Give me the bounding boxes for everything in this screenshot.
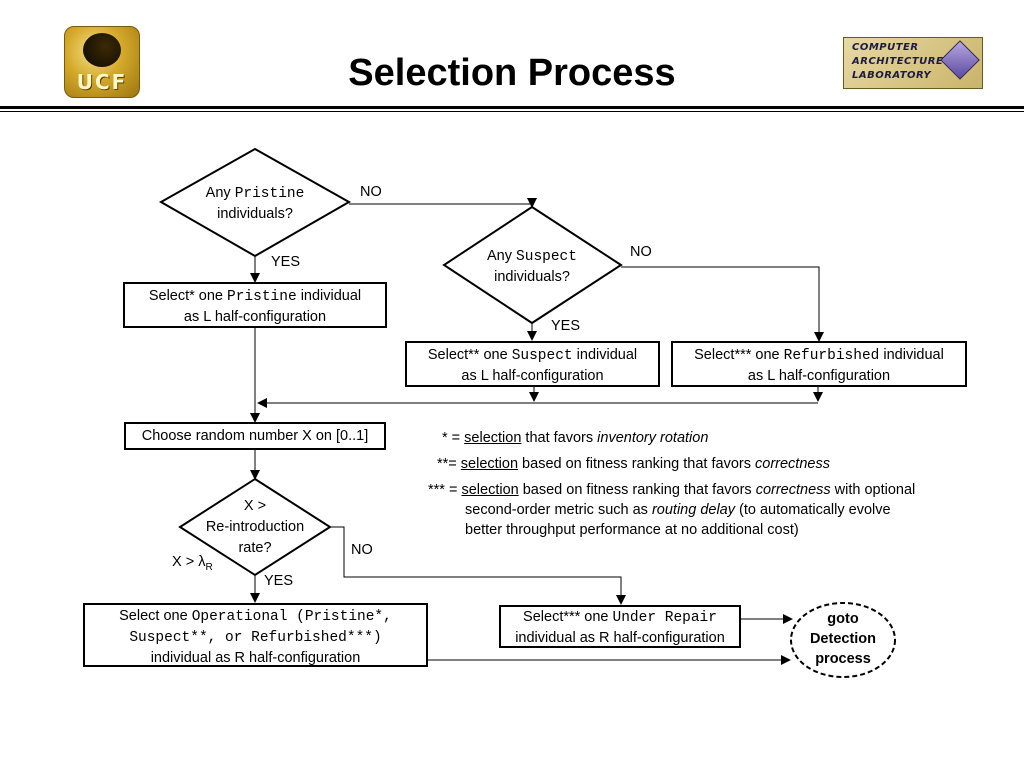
goto-line1: goto	[827, 611, 859, 627]
b3-pre: Select*** one	[694, 347, 780, 363]
decision-reintro-label: X > Re-introduction rate?	[190, 496, 320, 559]
lab-logo-line-3: LABORATORY	[852, 70, 932, 81]
select-pristine-box: Select* one Pristine individual as L hal…	[123, 282, 387, 328]
b1-pre: Select* one	[148, 288, 223, 304]
n2-mid: based on fitness ranking that favors	[518, 456, 756, 472]
lab-logo-line-1: COMPUTER	[852, 42, 919, 53]
b5-mono2: Suspect**, or Refurbished***)	[129, 630, 382, 646]
n1-pre: * =	[442, 430, 465, 446]
n1-em: inventory rotation	[597, 430, 709, 446]
n2-em: correctness	[755, 456, 830, 472]
lambda-text: X > λ	[172, 554, 206, 570]
b6-line2: individual as R half-configuration	[515, 630, 725, 646]
n3-em: correctness	[755, 482, 831, 498]
label-lambda-condition: X > λR	[172, 554, 213, 573]
title-rule-thick	[0, 106, 1024, 109]
n3-pre: *** =	[428, 482, 462, 498]
b5-mono1: Operational (Pristine*,	[191, 609, 392, 625]
b5-pre: Select one	[119, 608, 188, 624]
n3c-line2: better throughput performance at no addi…	[465, 522, 799, 538]
n3-u: selection	[461, 482, 519, 498]
n3c-em: routing delay	[651, 502, 735, 518]
d1-term: Pristine	[234, 186, 305, 202]
n3c-pre: second-order metric such as	[465, 502, 652, 518]
lab-logo-line-2: ARCHITECTURE	[852, 56, 944, 67]
b2-pre: Select** one	[427, 347, 508, 363]
n2-pre: **=	[437, 456, 461, 472]
b6-term: Under Repair	[612, 610, 717, 626]
choose-random-box: Choose random number X on [0..1]	[124, 422, 386, 450]
n3-tail: with optional	[830, 482, 916, 498]
b3-line2: as L half-configuration	[747, 368, 891, 384]
d3-line1: X >	[243, 498, 267, 514]
b1-line2: as L half-configuration	[183, 309, 327, 325]
title-rule-thin	[0, 111, 1024, 112]
note-triple-star-cont: second-order metric such as routing dela…	[465, 500, 985, 540]
b6-pre: Select*** one	[523, 609, 609, 625]
computer-architecture-lab-logo: COMPUTER ARCHITECTURE LABORATORY	[843, 37, 983, 89]
n2-u: selection	[460, 456, 519, 472]
d3-line3: rate?	[238, 540, 272, 556]
select-under-repair-box: Select*** one Under Repair individual as…	[499, 605, 741, 648]
ucf-logo: UCF	[64, 26, 140, 98]
b2-line2: as L half-configuration	[461, 368, 604, 384]
b5-line3: individual as R half-configuration	[150, 650, 361, 666]
d2-any: Any	[487, 248, 513, 264]
pegasus-emblem-icon	[83, 33, 121, 67]
note-single-star: * = selection that favors inventory rota…	[442, 428, 708, 448]
label-no-pristine: NO	[360, 184, 382, 200]
label-yes-pristine: YES	[271, 254, 301, 270]
goto-detection-shape	[790, 602, 896, 678]
lambda-subscript: R	[205, 561, 213, 573]
label-yes-reintro: YES	[264, 573, 294, 589]
label-no-reintro: NO	[351, 542, 373, 558]
b2-post: individual	[576, 347, 638, 363]
b4-text: Choose random number X on [0..1]	[141, 428, 369, 444]
goto-line3: process	[815, 651, 871, 667]
select-suspect-box: Select** one Suspect individual as L hal…	[405, 341, 660, 387]
n3c-post: (to automatically evolve	[735, 502, 891, 518]
goto-detection-label: goto Detection process	[790, 602, 896, 678]
label-no-suspect: NO	[630, 244, 652, 260]
ucf-logo-text: UCF	[76, 70, 128, 94]
goto-line2: Detection	[809, 631, 877, 647]
n1-mid: that favors	[521, 430, 598, 446]
d1-any: Any	[205, 185, 231, 201]
d3-line2: Re-introduction	[205, 519, 305, 535]
edge-reintro-no	[330, 526, 626, 605]
b1-term: Pristine	[227, 289, 297, 305]
d2-term: Suspect	[516, 249, 577, 265]
label-yes-suspect: YES	[551, 318, 581, 334]
n3-mid: based on fitness ranking that favors	[518, 482, 756, 498]
n1-u: selection	[464, 430, 522, 446]
b2-term: Suspect	[511, 348, 573, 364]
select-operational-box: Select one Operational (Pristine*, Suspe…	[83, 603, 428, 667]
edge-suspect-no	[621, 266, 824, 342]
b3-term: Refurbished	[783, 348, 880, 364]
select-refurbished-box: Select*** one Refurbished individual as …	[671, 341, 967, 387]
edge-pristine-no	[349, 198, 537, 208]
note-double-star: **= selection based on fitness ranking t…	[437, 454, 830, 474]
b3-post: individual	[883, 347, 944, 363]
b1-post: individual	[300, 288, 362, 304]
decision-suspect-label: Any Suspect individuals?	[462, 246, 602, 287]
page-title: Selection Process	[348, 52, 676, 94]
note-triple-star: *** = selection based on fitness ranking…	[428, 480, 988, 500]
decision-pristine-label: Any Pristine individuals?	[185, 183, 325, 224]
d2-individuals: individuals?	[494, 269, 570, 285]
d1-individuals: individuals?	[217, 206, 293, 222]
